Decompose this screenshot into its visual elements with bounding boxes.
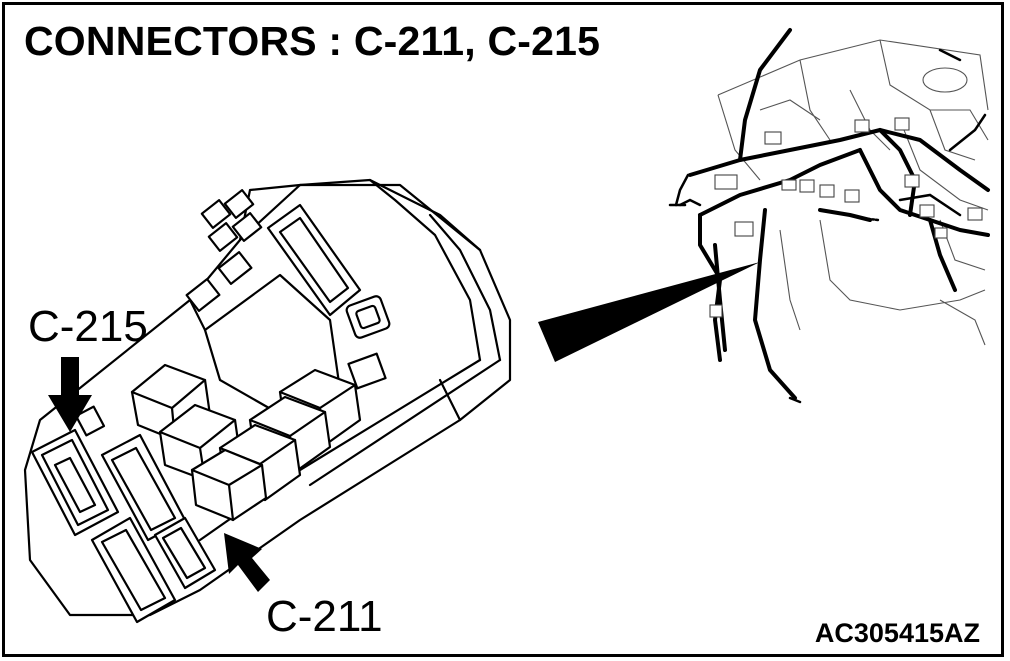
callout-c211: C-211 [266, 592, 383, 641]
arrow-icon [224, 533, 270, 592]
arrow-icon [48, 357, 92, 432]
magnify-wedge-icon [538, 262, 760, 362]
junction-block [23, 178, 512, 624]
connector-c215 [30, 405, 120, 537]
vehicle-harness [668, 28, 990, 404]
callout-c215: C-215 [28, 302, 148, 351]
relay-cubes [130, 363, 362, 522]
page-title: CONNECTORS : C-211, C-215 [24, 18, 601, 64]
figure-code: AC305415AZ [814, 618, 980, 648]
connector-c211 [90, 516, 217, 624]
